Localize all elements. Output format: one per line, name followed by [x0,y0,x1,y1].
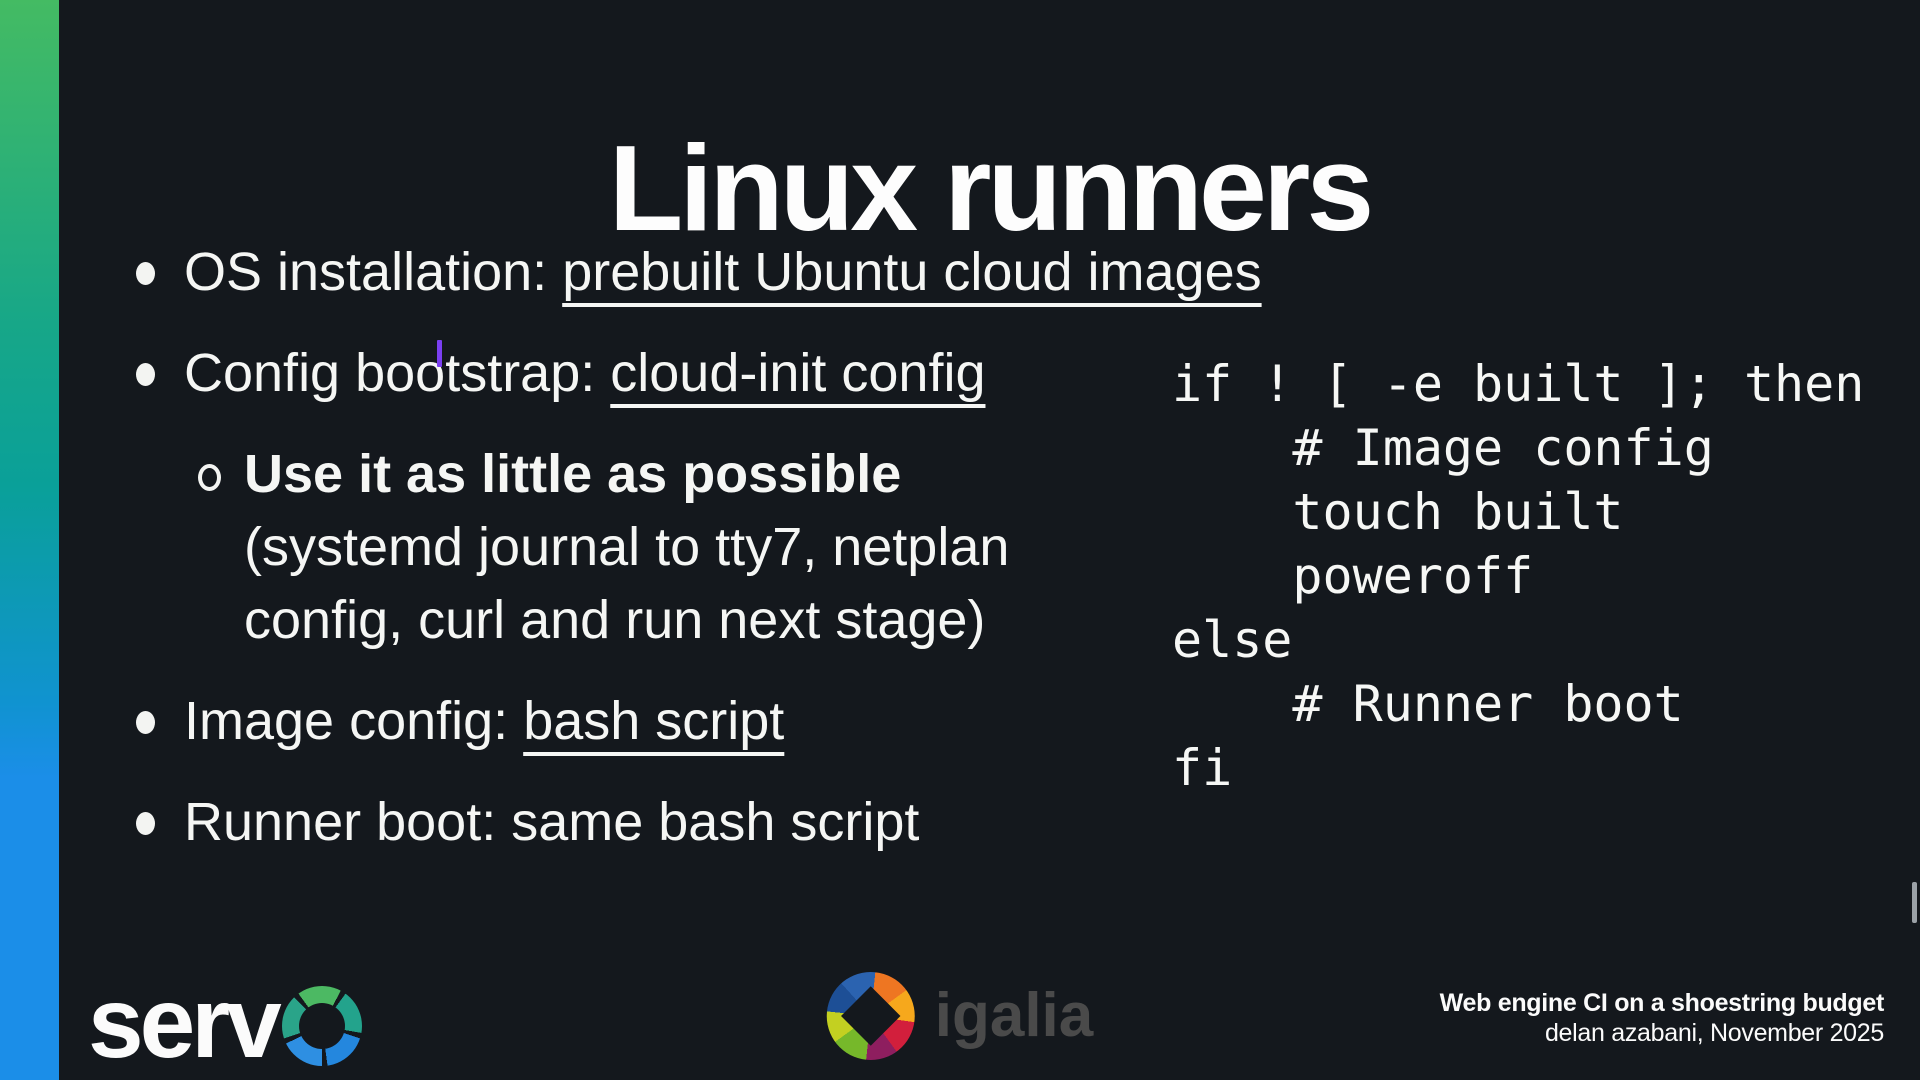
code-line: poweroff [1172,547,1534,605]
scrollbar-thumb[interactable] [1912,882,1917,923]
bullet-item-image-config: Image config: bash script [130,685,1460,758]
bullet-text: Image config: [184,691,524,751]
igalia-pinwheel-icon [826,972,915,1060]
igalia-logo: igalia [826,972,1094,1060]
sub-bullet-detail-text: (systemd journal to tty7, netplan config… [244,517,1010,650]
servo-wordmark: serv [88,967,282,1079]
bullet-text: OS installation: [184,242,563,302]
sub-bullet-bold-text: Use it as little as possible [244,444,902,504]
code-line: else [1172,611,1293,669]
sub-bullet-use-it-little: Use it as little as possible (systemd jo… [196,438,1460,657]
igalia-wordmark: igalia [934,981,1094,1050]
code-line: # Runner boot [1172,675,1684,733]
bullet-item-config-bootstrap: Config bootstrap: cloud-init config [130,337,1460,410]
bullet-item-os-installation: OS installation: prebuilt Ubuntu cloud i… [130,236,1460,309]
footer-deck-title: Web engine CI on a shoestring budget [1439,989,1885,1017]
slide-title: Linux runners [608,119,1374,256]
code-block: if ! [ -e built ]; then # Image config t… [1172,352,1864,800]
bash-script-link[interactable]: bash script [523,691,785,751]
code-line: touch built [1172,483,1624,541]
code-line: # Image config [1172,419,1714,477]
prebuilt-ubuntu-cloud-images-link[interactable]: prebuilt Ubuntu cloud images [562,242,1262,302]
text-caret [437,340,442,367]
code-line: fi [1172,739,1233,797]
bullet-list: OS installation: prebuilt Ubuntu cloud i… [130,236,1460,887]
code-line: if ! [ -e built ]; then [1172,355,1865,413]
footer-byline: delan azabani, November 2025 [1544,1019,1884,1047]
servo-logo: serv [88,967,362,1079]
servo-ring-icon [281,986,362,1066]
bullet-item-runner-boot: Runner boot: same bash script [130,786,1460,859]
bullet-text: Config bootstrap: [184,343,611,403]
left-accent-gradient-bar [0,0,59,1080]
cloud-init-config-link[interactable]: cloud-init config [610,343,986,403]
footer-meta: Web engine CI on a shoestring budget del… [1439,988,1885,1048]
bullet-text: Runner boot: same bash script [184,792,920,852]
